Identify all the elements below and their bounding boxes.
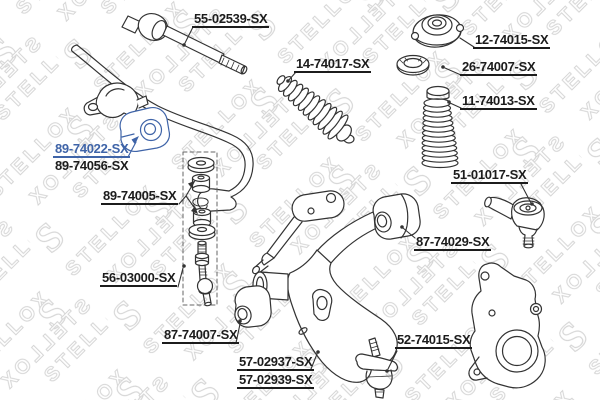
ball-joint-part [355,337,398,399]
arm-rear-bushing-part [372,193,421,240]
steering-arm-part [251,190,345,275]
label-control-arm-alt: 57-02939-SX [237,372,315,389]
label-strut-mount: 12-74015-SX [473,32,551,49]
label-link-bushing-kit: 89-74005-SX [101,188,179,205]
label-ball-joint: 52-74015-SX [395,332,473,349]
label-steering-rack-boot: 14-74017-SX [294,56,372,73]
strut-mount-part [410,14,465,48]
stabilizer-bracket-part [83,82,149,119]
stabilizer-link-kit-part [187,156,216,307]
dust-boot-part [421,85,459,169]
label-axial-tie-rod: 55-02539-SX [192,11,270,28]
link-kit-dashed-box [182,151,218,306]
strut-bearing-part [396,54,430,76]
label-arm-rear-bushing: 87-74029-SX [414,234,492,251]
steering-rack-boot-part [276,75,355,144]
steering-knuckle-part [468,262,546,389]
label-strut-bearing: 26-74007-SX [460,59,538,76]
label-stabilizer-bushing-alt: 89-74056-SX [55,158,129,173]
label-dust-boot: 11-74013-SX [460,93,537,110]
label-stabilizer-bushing-highlighted[interactable]: 89-74022-SX [53,141,131,158]
label-arm-front-bushing: 87-74007-SX [162,327,240,344]
leader-lines [177,26,534,373]
highlight-leader-arrow [127,136,139,158]
tie-rod-end-part [484,196,545,249]
axial-tie-rod-part [121,13,248,75]
label-stabilizer-link: 56-03000-SX [100,270,178,287]
label-tie-rod-end: 51-01017-SX [451,167,529,184]
label-control-arm: 57-02937-SX [237,354,315,371]
arm-front-bushing-part [234,285,272,328]
